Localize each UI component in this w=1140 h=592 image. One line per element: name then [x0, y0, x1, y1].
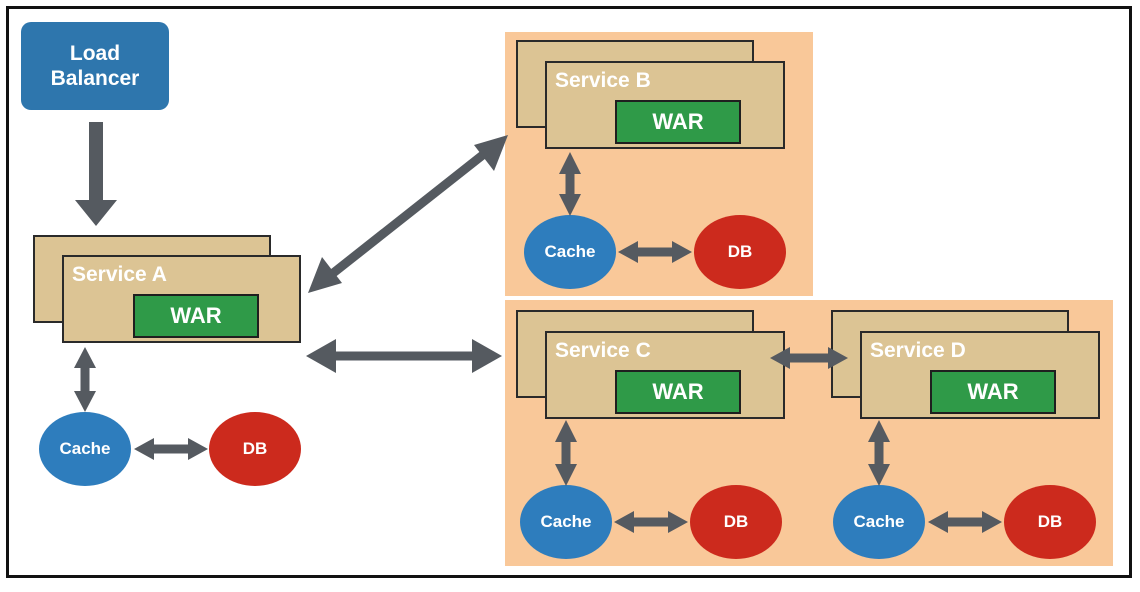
service-c-d-arrowhead-d	[828, 347, 848, 369]
service-d-label: Service D	[870, 339, 966, 362]
service-b-cache-arrowhead-bottom	[559, 194, 581, 216]
service-a-cache-db-arrowhead-right	[188, 438, 208, 460]
service-b-cache-db-arrowhead-left	[618, 241, 638, 263]
service-c-d-arrowhead-c	[770, 347, 790, 369]
service-a-c-arrowhead-a	[306, 339, 336, 373]
service-b-war: WAR	[615, 100, 741, 144]
service-a-cache-arrowhead-bottom	[74, 391, 96, 412]
service-a-cache: Cache	[39, 412, 131, 486]
service-c-cache: Cache	[520, 485, 612, 559]
service-c-cache-arrowhead-bottom	[555, 464, 577, 486]
service-a-db: DB	[209, 412, 301, 486]
service-d-db: DB	[1004, 485, 1096, 559]
service-a-b-arrowhead-a	[308, 257, 342, 293]
service-b-cache-db-arrowhead-right	[672, 241, 692, 263]
service-a-war: WAR	[133, 294, 259, 338]
service-a-instance-front: Service A WAR	[62, 255, 301, 343]
service-d-cache-arrowhead-bottom	[868, 464, 890, 486]
service-c-cache-db-arrowhead-left	[614, 511, 634, 533]
service-b-cache: Cache	[524, 215, 616, 289]
service-c-label: Service C	[555, 339, 651, 362]
service-b-cache-arrowhead-top	[559, 152, 581, 174]
service-a-cache-db-arrowhead-left	[134, 438, 154, 460]
service-b-instance-front: Service B WAR	[545, 61, 785, 149]
service-a-b-arrowhead-b	[474, 135, 508, 171]
service-b-label: Service B	[555, 69, 651, 92]
service-c-war: WAR	[615, 370, 741, 414]
service-c-cache-db-arrowhead-right	[668, 511, 688, 533]
service-a-c-arrowhead-c	[472, 339, 502, 373]
service-d-cache: Cache	[833, 485, 925, 559]
service-d-cache-arrowhead-top	[868, 420, 890, 442]
service-a-label: Service A	[72, 263, 167, 286]
lb-to-service-a-arrow	[75, 122, 117, 226]
service-c-instance-front: Service C WAR	[545, 331, 785, 419]
service-b-db: DB	[694, 215, 786, 289]
service-d-cache-db-arrowhead-right	[982, 511, 1002, 533]
service-c-cache-arrowhead-top	[555, 420, 577, 442]
service-d-instance-front: Service D WAR	[860, 331, 1100, 419]
service-a-cache-arrowhead-top	[74, 347, 96, 368]
service-d-cache-db-arrowhead-left	[928, 511, 948, 533]
service-c-db: DB	[690, 485, 782, 559]
service-d-war: WAR	[930, 370, 1056, 414]
load-balancer: Load Balancer	[21, 22, 169, 110]
service-a-b-arrow-shaft	[329, 150, 487, 278]
